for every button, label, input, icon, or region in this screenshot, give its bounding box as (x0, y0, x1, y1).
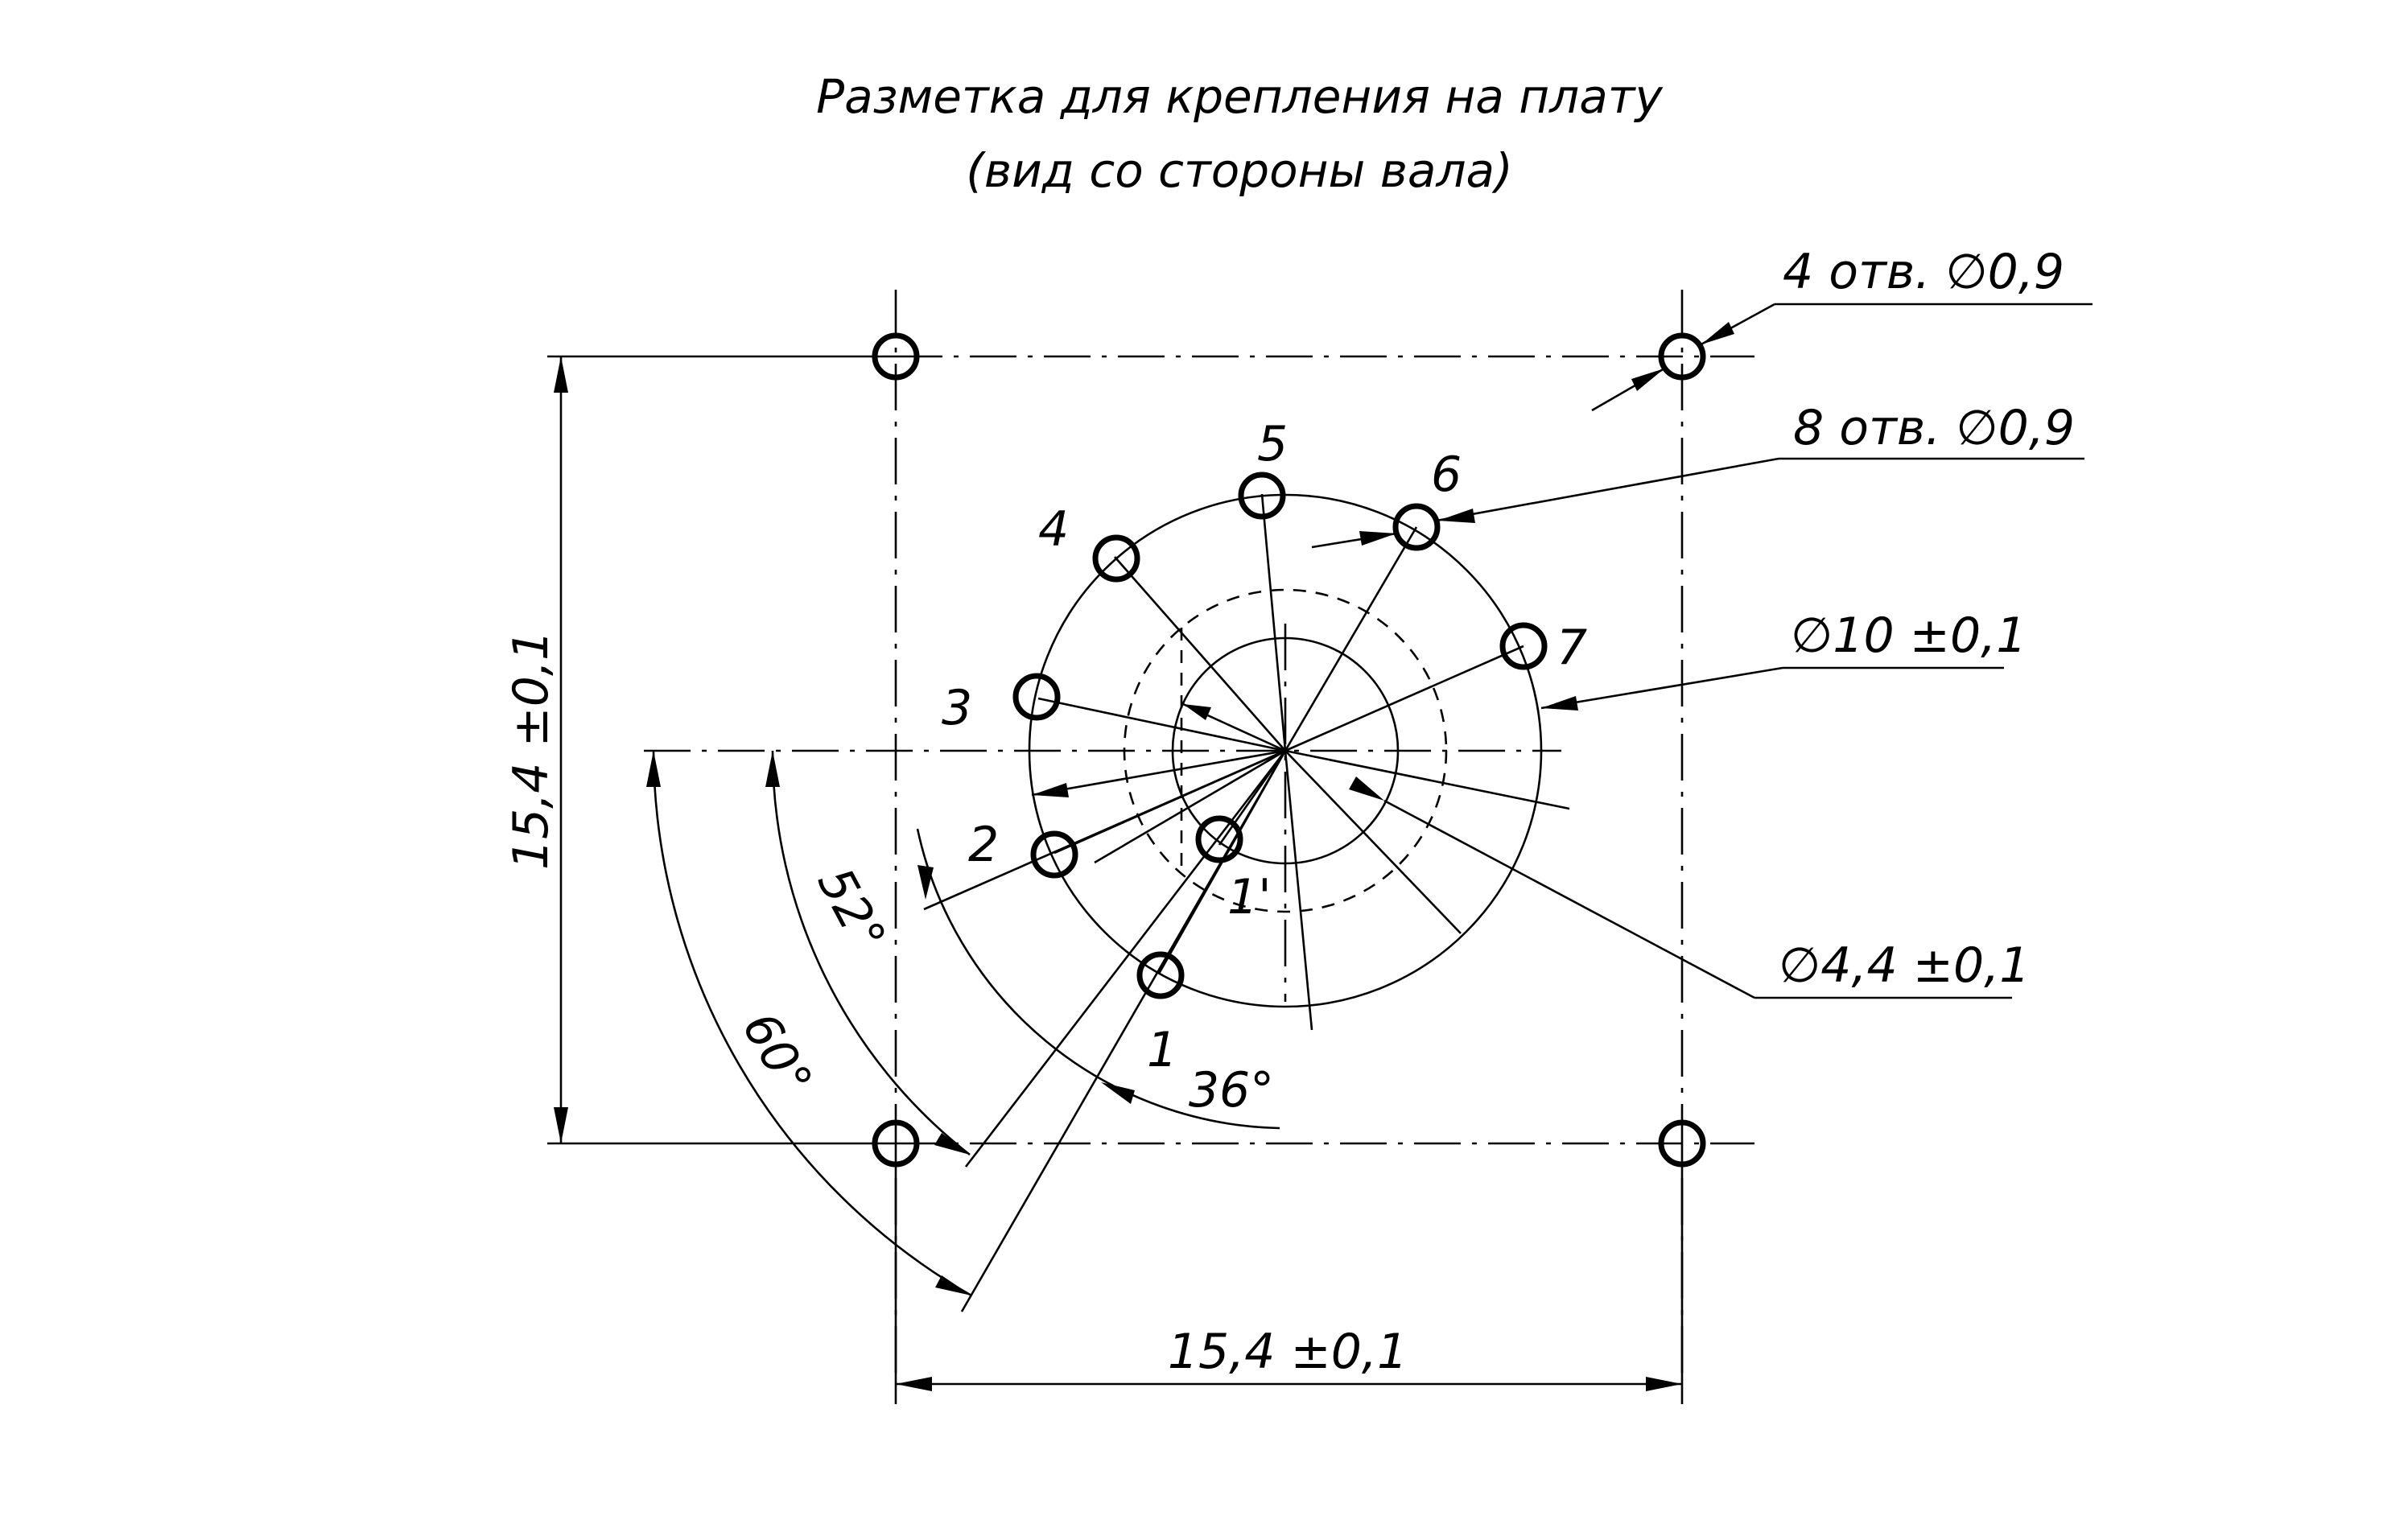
title-line-2: (вид со стороны вала) (966, 143, 1512, 198)
angle-36-dimension: 36° (916, 828, 1280, 1130)
corner-hole (1658, 1119, 1706, 1168)
pin-hole-1 (1136, 951, 1185, 999)
angle-60-dimension: 60° (646, 750, 972, 1297)
angle-52-label: 52° (806, 859, 897, 961)
body-outline-circle (1123, 588, 1448, 913)
pin-label-1-prime: 1' (1227, 869, 1272, 925)
inner-diameter-callout: ∅4,4 ±0,1 (1349, 776, 2030, 999)
pin-holes-callout: 8 отв. ∅0,9 (1311, 400, 2084, 549)
angle-36-label: 36° (1189, 1062, 1274, 1118)
pin-hole-6 (1392, 503, 1441, 551)
inner-diameter-label: ∅4,4 ±0,1 (1779, 937, 2030, 994)
pin-holes-label: 8 отв. ∅0,9 (1793, 400, 2075, 456)
corner-holes-label: 4 отв. ∅0,9 (1783, 244, 2064, 300)
angle-60-label: 60° (731, 1003, 823, 1105)
vertical-dimension-label: 15,4 ±0,1 (503, 630, 559, 870)
pin-label-7: 7 (1557, 620, 1587, 676)
outer-diameter-label: ∅10 ±0,1 (1791, 608, 2027, 664)
pin-hole-1-prime (1195, 815, 1243, 863)
radial-lines (923, 493, 1570, 1312)
corner-hole (1658, 332, 1706, 381)
pin-hole-2 (1030, 830, 1078, 879)
pin-label-2: 2 (968, 817, 999, 873)
pin-holes (1012, 472, 1548, 999)
corner-holes (872, 332, 1706, 1168)
angle-52-dimension: 52° (765, 750, 971, 1156)
corner-hole (872, 332, 920, 381)
title-line-1: Разметка для крепления на плату (816, 69, 1663, 124)
pin-label-6: 6 (1431, 447, 1462, 503)
pin-label-1: 1 (1147, 1022, 1177, 1078)
pin-label-3: 3 (942, 680, 972, 736)
pin-hole-4 (1092, 534, 1140, 583)
vertical-dimension: 15,4 ±0,1 (503, 356, 568, 1143)
inner-diameter-circle (1171, 636, 1400, 865)
pin-label-5: 5 (1257, 416, 1288, 472)
pin-labels: 1 2 3 4 5 6 7 1' (942, 416, 1587, 1078)
outer-diameter-callout: ∅10 ±0,1 (1031, 608, 2027, 797)
extension-lines (547, 355, 1684, 1404)
corner-hole (872, 1119, 920, 1168)
horizontal-dimension-label: 15,4 ±0,1 (1168, 1324, 1408, 1380)
horizontal-dimension: 15,4 ±0,1 (896, 1324, 1682, 1391)
pin-hole-7 (1499, 622, 1548, 670)
corner-holes-callout: 4 отв. ∅0,9 (1591, 244, 2093, 412)
pin-hole-5 (1238, 472, 1286, 520)
pin-hole-3 (1012, 673, 1061, 721)
pin-label-4: 4 (1038, 501, 1069, 558)
